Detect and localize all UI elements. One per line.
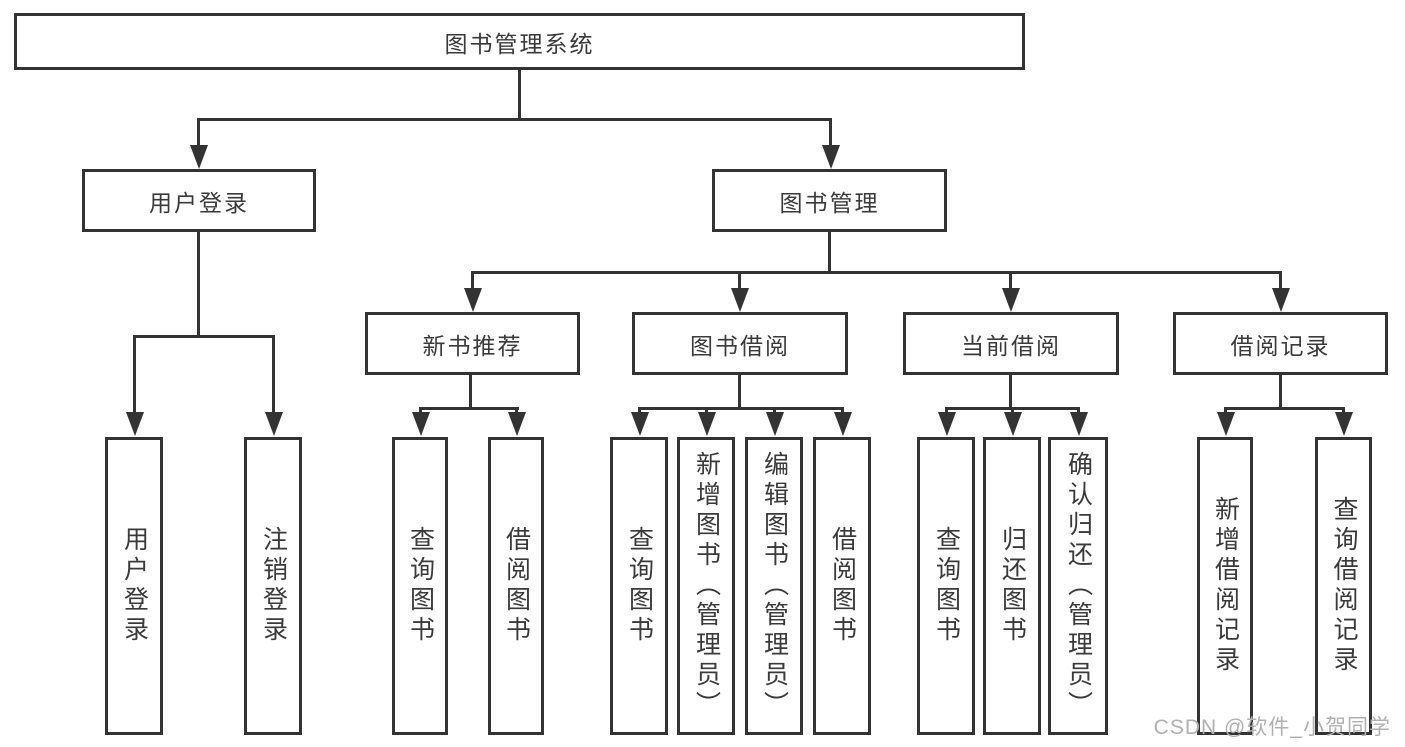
- arrow-down-icon: [698, 412, 716, 436]
- connector-line: [1009, 271, 1012, 290]
- connector-line: [738, 375, 741, 407]
- arrow-down-icon: [631, 412, 649, 436]
- arrow-down-icon: [1070, 412, 1088, 436]
- arrow-down-icon: [834, 412, 852, 436]
- csdn-watermark: CSDN @软件_小贺同学: [1153, 716, 1391, 739]
- leaf-label: 借阅图书: [828, 526, 857, 646]
- node-root: 图书管理系统: [14, 13, 1025, 70]
- arrow-down-icon: [126, 412, 144, 436]
- connector-line: [1009, 375, 1012, 407]
- leaf-label: 归还图书: [998, 526, 1027, 646]
- arrow-down-icon: [190, 145, 208, 169]
- leaf-records-query-record: 查询借阅记录: [1315, 437, 1372, 735]
- connector-line: [1342, 407, 1345, 414]
- leaf-label: 查询图书: [932, 526, 961, 646]
- connector-line: [133, 335, 136, 414]
- connector-line: [1077, 407, 1080, 414]
- connector-line: [515, 407, 518, 414]
- connector-line: [738, 271, 741, 290]
- arrow-down-icon: [938, 412, 956, 436]
- arrow-down-icon: [412, 412, 430, 436]
- arrow-down-icon: [1217, 412, 1235, 436]
- arrow-down-icon: [464, 288, 482, 312]
- connector-line: [638, 407, 844, 410]
- leaf-label: 查询图书: [625, 526, 654, 646]
- connector-line: [638, 407, 641, 414]
- connector-line: [1224, 407, 1227, 414]
- connector-line: [197, 232, 200, 335]
- connector-line: [419, 407, 519, 410]
- connector-line: [945, 407, 948, 414]
- leaf-label: 编辑图书（管理员）: [760, 451, 789, 721]
- leaf-label: 用户登录: [120, 526, 149, 646]
- leaf-current-return-books: 归还图书: [983, 437, 1041, 735]
- arrow-down-icon: [1272, 288, 1290, 312]
- connector-line: [518, 70, 521, 118]
- connector-line: [1279, 271, 1282, 290]
- arrow-down-icon: [766, 412, 784, 436]
- connector-line: [469, 375, 472, 407]
- arrow-down-icon: [265, 412, 283, 436]
- node-current-borrow: 当前借阅: [903, 312, 1119, 375]
- node-borrow-records: 借阅记录: [1173, 312, 1388, 375]
- arrow-down-icon: [1335, 412, 1353, 436]
- leaf-current-confirm-return-admin: 确认归还（管理员）: [1048, 437, 1108, 735]
- arrow-down-icon: [731, 288, 749, 312]
- connector-line: [272, 335, 275, 414]
- leaf-borrow-edit-books-admin: 编辑图书（管理员）: [745, 437, 803, 735]
- leaf-current-query-books: 查询图书: [917, 437, 975, 735]
- connector-line: [133, 335, 275, 338]
- leaf-user-login: 用户登录: [105, 437, 163, 735]
- leaf-borrow-query-books: 查询图书: [610, 437, 668, 735]
- connector-line: [419, 407, 422, 414]
- leaf-label: 查询借阅记录: [1330, 496, 1358, 676]
- connector-line: [1224, 407, 1345, 410]
- leaf-label: 新增图书（管理员）: [692, 451, 721, 721]
- connector-line: [828, 232, 831, 271]
- arrow-down-icon: [1004, 412, 1022, 436]
- leaf-label: 查询图书: [406, 526, 435, 646]
- connector-line: [471, 271, 1281, 274]
- connector-line: [197, 118, 831, 121]
- leaf-borrow-add-books-admin: 新增图书（管理员）: [677, 437, 735, 735]
- connector-line: [1011, 407, 1014, 414]
- connector-line: [705, 407, 708, 414]
- arrow-down-icon: [1002, 288, 1020, 312]
- node-book-borrow: 图书借阅: [632, 312, 848, 375]
- connector-line: [773, 407, 776, 414]
- connector-line: [197, 118, 200, 147]
- arrow-down-icon: [508, 412, 526, 436]
- leaf-label: 借阅图书: [502, 526, 531, 646]
- leaf-label: 确认归还（管理员）: [1064, 451, 1093, 721]
- leaf-newbook-borrow-books: 借阅图书: [488, 437, 544, 735]
- leaf-records-add-record: 新增借阅记录: [1197, 437, 1253, 735]
- node-new-book-recommend: 新书推荐: [365, 312, 580, 375]
- leaf-label: 注销登录: [259, 526, 288, 646]
- connector-line: [841, 407, 844, 414]
- connector-line: [829, 118, 832, 147]
- arrow-down-icon: [822, 145, 840, 169]
- leaf-borrow-borrow-books: 借阅图书: [813, 437, 871, 735]
- node-book-management: 图书管理: [712, 169, 947, 232]
- connector-line: [1279, 375, 1282, 407]
- node-user-login: 用户登录: [82, 169, 316, 232]
- leaf-logout: 注销登录: [244, 437, 302, 735]
- leaf-newbook-query-books: 查询图书: [392, 437, 448, 735]
- connector-line: [471, 271, 474, 290]
- leaf-label: 新增借阅记录: [1211, 496, 1240, 676]
